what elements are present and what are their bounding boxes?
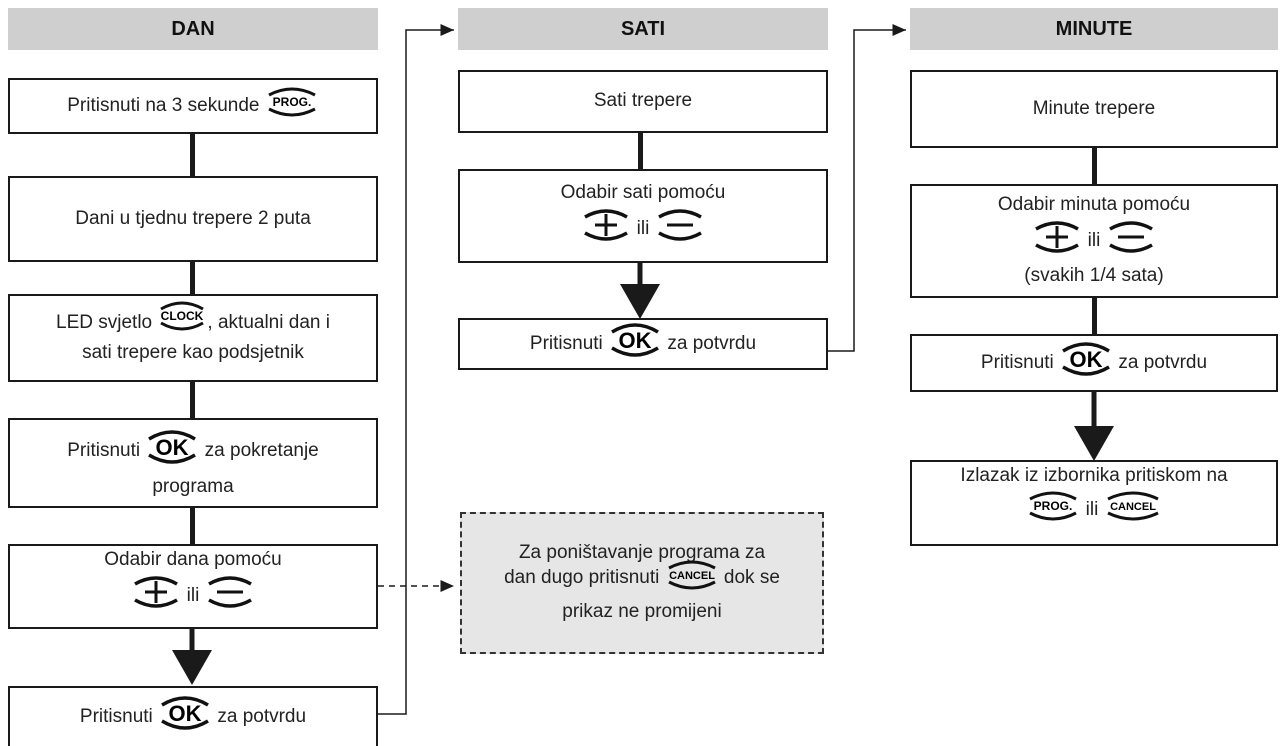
plus-key-icon (581, 206, 631, 252)
dan-step-select-or: ili (186, 584, 200, 606)
prog-key-icon: PROG. (265, 85, 319, 127)
vline-dan-2 (190, 260, 195, 296)
clock-key-label: CLOCK (161, 309, 204, 323)
vline-minute-2 (1092, 296, 1097, 336)
minute-step-blink: Minute trepere (910, 70, 1278, 148)
note-line3: prikaz ne promijeni (562, 600, 722, 622)
connector-dan-to-sati (378, 24, 454, 715)
dan-step-confirm-post: za potvrdu (217, 706, 307, 728)
dan-step-start-line2: programa (152, 475, 234, 497)
dan-step-confirm-pre: Pritisnuti (79, 706, 153, 728)
dan-step-led-clock: LED svjetlo CLOCK , aktualni dan i sati … (8, 294, 378, 382)
ok-key-icon: OK (158, 693, 212, 741)
minute-step-select-minutes: Odabir minuta pomoću ili (svakih 1/4 sat… (910, 184, 1278, 298)
vline-dan-1 (190, 132, 195, 178)
ok-key-icon: OK (608, 320, 662, 368)
ok-key-label: OK (619, 328, 652, 353)
sati-step-select-or: ili (636, 217, 650, 239)
dan-step-press-prog: Pritisnuti na 3 sekunde PROG. (8, 78, 378, 134)
note-line1: Za poništavanje programa za (518, 542, 766, 564)
sati-step-select-hours: Odabir sati pomoću ili (458, 169, 828, 263)
header-sati: SATI (458, 8, 828, 50)
dan-step-start-post: za pokretanje (204, 439, 319, 461)
dan-step-days-blink: Dani u tjednu trepere 2 puta (8, 176, 378, 262)
vline-dan-3 (190, 380, 195, 420)
dan-step-select-line1: Odabir dana pomoću (104, 549, 282, 570)
note-post: dok se (723, 567, 780, 589)
ok-key-label: OK (169, 701, 202, 726)
dan-step-led-post: , aktualni dan i (207, 311, 330, 333)
dan-step-press-prog-text: Pritisnuti na 3 sekunde (67, 95, 260, 117)
minute-step-exit-or: ili (1085, 498, 1099, 520)
vline-minute-1 (1092, 146, 1097, 186)
cancel-key-icon: CANCEL (665, 558, 719, 600)
minute-step-select-or: ili (1087, 230, 1101, 252)
ok-key-icon: OK (145, 427, 199, 475)
minute-step-select-line1: Odabir minuta pomoću (997, 194, 1191, 216)
plus-key-icon (131, 573, 181, 619)
minute-step-exit-line1: Izlazak iz izbornika pritiskom na (960, 465, 1228, 486)
minute-step-confirm-post: za potvrdu (1118, 352, 1208, 374)
minute-step-confirm-pre: Pritisnuti (980, 352, 1054, 374)
dan-step-start-program: Pritisnuti OK za pokretanje programa (8, 418, 378, 508)
clock-key-icon: CLOCK (157, 299, 207, 341)
connector-sati-to-minute (826, 24, 906, 352)
cancel-key-icon: CANCEL (1104, 489, 1162, 531)
ok-key-label: OK (1070, 347, 1103, 372)
minute-step-blink-text: Minute trepere (1032, 97, 1156, 119)
dan-step-led-pre: LED svjetlo (56, 311, 153, 333)
sati-step-blink-text: Sati trepere (593, 90, 693, 112)
sati-step-confirm: Pritisnuti OK za potvrdu (458, 318, 828, 370)
sati-step-select-line1: Odabir sati pomoću (560, 181, 726, 203)
vline-sati-1 (638, 131, 643, 171)
cancel-program-note: Za poništavanje programa za dan dugo pri… (460, 512, 824, 654)
ok-key-icon: OK (1059, 339, 1113, 387)
sati-step-blink: Sati trepere (458, 70, 828, 133)
cancel-key-label: CANCEL (1110, 501, 1156, 513)
dan-step-days-blink-text: Dani u tjednu trepere 2 puta (75, 207, 311, 229)
header-dan: DAN (8, 8, 378, 50)
minus-key-icon (1106, 218, 1156, 264)
minute-step-confirm: Pritisnuti OK za potvrdu (910, 334, 1278, 392)
header-minute: MINUTE (910, 8, 1278, 50)
dan-step-select-day: Odabir dana pomoću ili (8, 544, 378, 629)
prog-key-label: PROG. (1034, 499, 1073, 513)
dan-step-led-line2: sati trepere kao podsjetnik (82, 341, 304, 363)
minute-step-select-line3: (svakih 1/4 sata) (1024, 264, 1164, 286)
vline-dan-4 (190, 506, 195, 546)
note-pre: dan dugo pritisnuti (504, 567, 660, 589)
minus-key-icon (205, 573, 255, 619)
prog-key-label: PROG. (272, 95, 311, 109)
minus-key-icon (655, 206, 705, 252)
dan-step-confirm: Pritisnuti OK za potvrdu (8, 686, 378, 746)
sati-step-confirm-post: za potvrdu (667, 333, 757, 355)
ok-key-label: OK (156, 435, 189, 460)
cancel-key-label: CANCEL (669, 570, 715, 582)
dan-step-start-pre: Pritisnuti (67, 439, 141, 461)
minute-step-exit-menu: Izlazak iz izbornika pritiskom na PROG. … (910, 460, 1278, 546)
prog-key-icon: PROG. (1026, 489, 1080, 531)
sati-step-confirm-pre: Pritisnuti (529, 333, 603, 355)
plus-key-icon (1032, 218, 1082, 264)
